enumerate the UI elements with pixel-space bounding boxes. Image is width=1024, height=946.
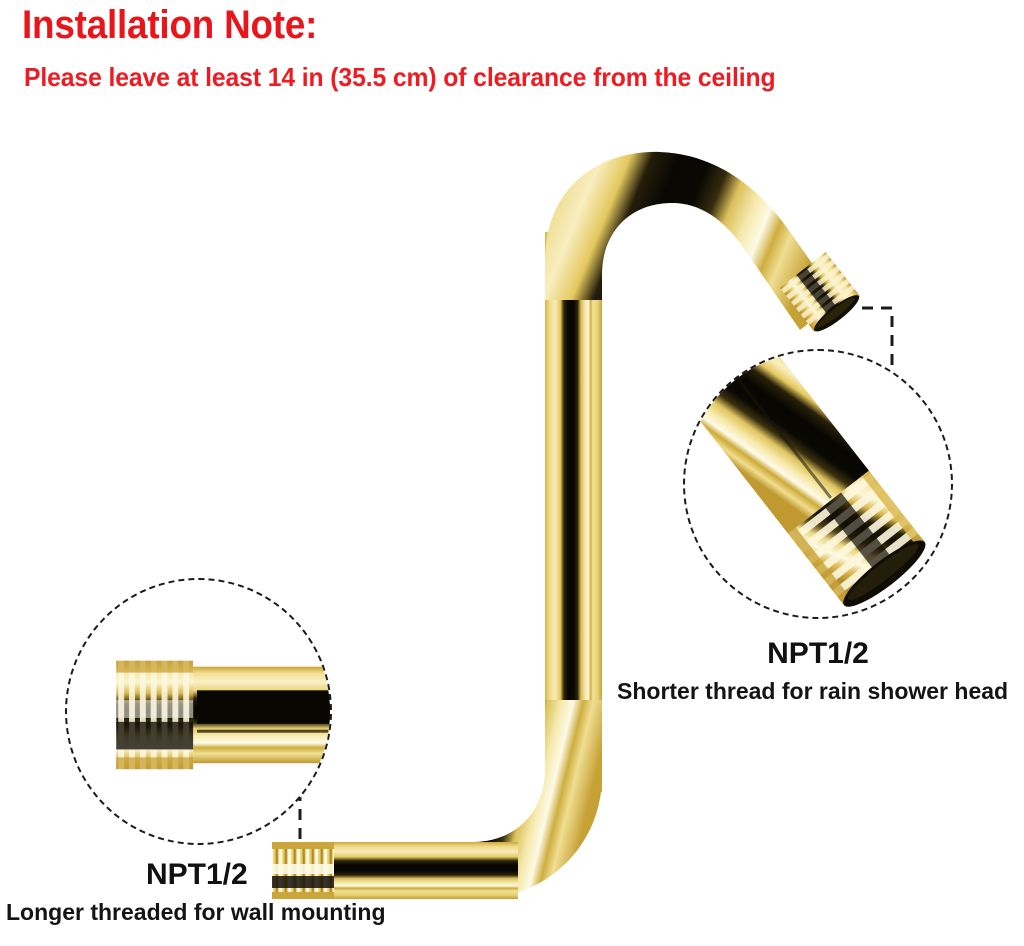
magnifier-circle-shorter-thread [683, 349, 953, 619]
thread-description-left: Longer threaded for wall mounting [6, 899, 386, 925]
shorter-thread-zoom-art [685, 351, 926, 607]
clearance-instruction: Please leave at least 14 in (35.5 cm) of… [24, 62, 776, 92]
callout-label-left: NPT1/2 Longer threaded for wall mounting [6, 858, 486, 926]
magnifier-circle-longer-thread [65, 578, 332, 845]
installation-note-header: Installation Note: Please leave at least… [22, 2, 1012, 92]
longer-thread-zoom-art [116, 660, 330, 770]
callout-label-right: NPT1/2 Shorter thread for rain shower he… [617, 637, 1017, 705]
npt-size-label-right: NPT1/2 [767, 637, 869, 670]
page-title: Installation Note: [22, 3, 318, 47]
thread-description-right: Shorter thread for rain shower head [617, 678, 1009, 704]
npt-size-label-left: NPT1/2 [146, 858, 248, 891]
